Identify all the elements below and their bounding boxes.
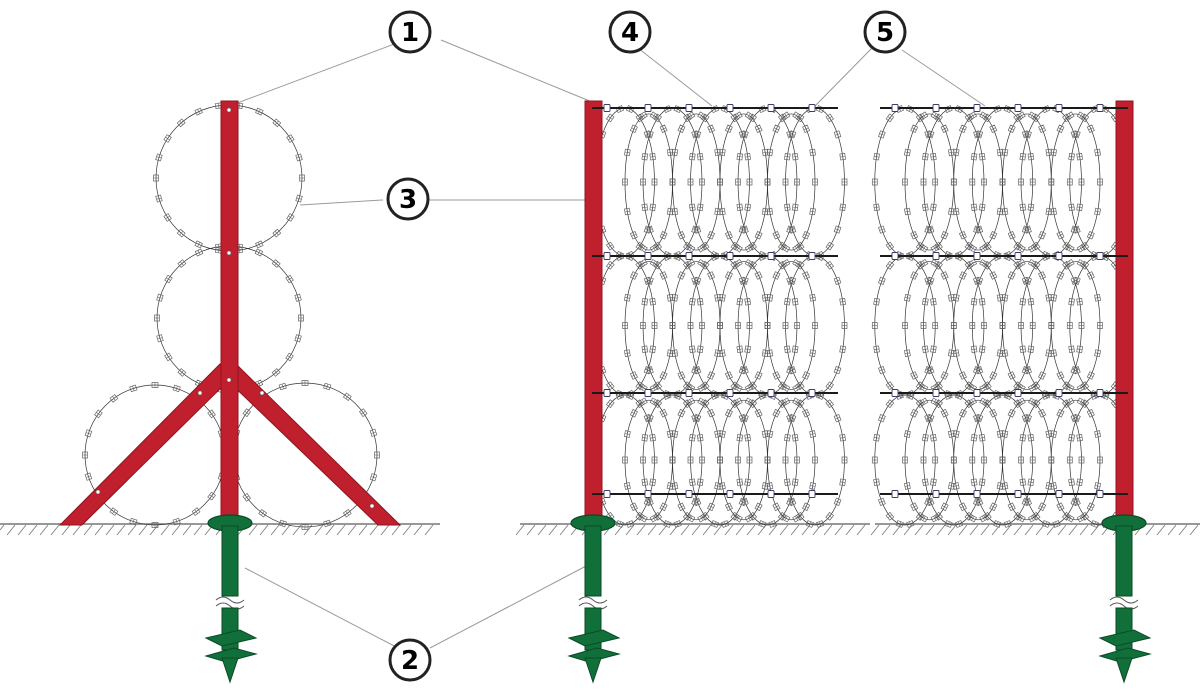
callout-label: 5 — [876, 18, 894, 48]
tension-wires-right — [880, 104, 1128, 498]
callout-circle-icon — [608, 10, 652, 54]
tension-wires-mid — [592, 104, 838, 498]
leader-lines — [231, 39, 986, 649]
callout-label: 2 — [401, 646, 419, 676]
callouts: 1 2 3 4 5 — [386, 10, 907, 682]
fence-panel-right — [880, 100, 1152, 684]
callout-circle-icon — [386, 177, 430, 221]
right-brace — [223, 363, 402, 526]
callout-circle-icon — [388, 638, 432, 682]
callout-3[interactable]: 3 — [386, 177, 430, 221]
screw-anchor-icon — [1098, 514, 1152, 684]
callout-label: 3 — [399, 185, 417, 215]
callout-circle-icon — [388, 10, 432, 54]
y-post-assembly — [58, 100, 402, 684]
callout-5[interactable]: 5 — [863, 10, 907, 54]
callout-circle-icon — [863, 10, 907, 54]
screw-anchor-icon — [204, 514, 258, 684]
screw-anchor-icon — [567, 514, 621, 684]
callout-label: 1 — [401, 18, 419, 48]
left-panel-post — [584, 100, 603, 526]
callout-2[interactable]: 2 — [388, 638, 432, 682]
razor-wire-coil-icon — [82, 102, 1134, 530]
callout-1[interactable]: 1 — [388, 10, 432, 54]
callout-label: 4 — [621, 18, 639, 48]
right-panel-post — [1115, 100, 1134, 526]
callout-4[interactable]: 4 — [608, 10, 652, 54]
center-post — [220, 100, 239, 526]
fence-panel-left — [567, 100, 838, 684]
